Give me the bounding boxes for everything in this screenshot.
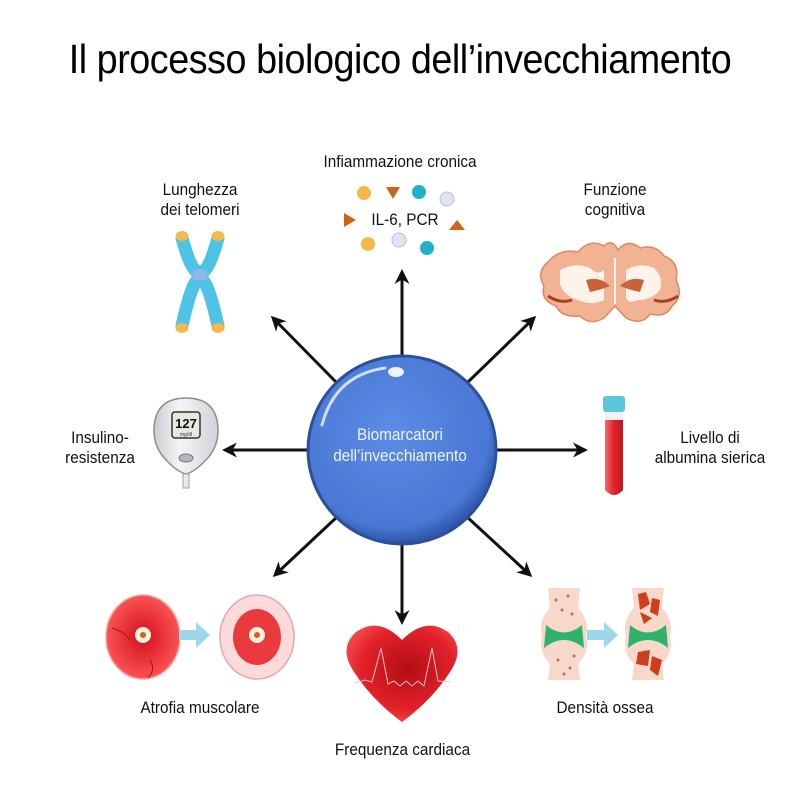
label-telomeres-line2: dei telomeri	[160, 200, 240, 219]
label-inflammation-line1: Infiammazione cronica	[323, 152, 477, 171]
label-inflammation: Infiammazione cronica	[310, 152, 490, 172]
label-insulin-line1: Insulino-	[71, 428, 129, 447]
page-title: Il processo biologico dell’invecchiament…	[68, 36, 732, 82]
blood-test-tube-icon	[603, 396, 625, 495]
label-telomeres-line1: Lunghezza	[162, 180, 238, 199]
center-label-line2: dell’invecchiamento	[333, 446, 467, 465]
center-label: Biomarcatori dell’invecchiamento	[319, 424, 481, 466]
center-sphere	[306, 354, 498, 546]
label-insulin: Insulino- resistenza	[55, 428, 145, 468]
cytokine-molecules-icon	[344, 185, 465, 255]
glucose-meter-icon	[153, 397, 219, 489]
label-muscle: Atrofia muscolare	[140, 698, 260, 717]
brain-section-icon	[540, 242, 680, 323]
muscle-atrophy-icon	[105, 594, 295, 680]
heart-ecg-icon	[346, 625, 458, 722]
meter-unit: mg/dl	[179, 432, 193, 438]
label-albumin: Livello di albumina sierica	[647, 428, 773, 468]
label-heart: Frequenza cardiaca	[334, 740, 471, 759]
arrow-down-left	[272, 514, 340, 578]
arrows	[222, 269, 588, 625]
label-insulin-line2: resistenza	[65, 448, 135, 467]
label-inflammation-markers: IL-6, PCR	[371, 210, 439, 229]
label-bone: Densità ossea	[556, 698, 654, 717]
label-cognitive: Funzione cognitiva	[566, 180, 665, 220]
arrow-up-right	[466, 315, 537, 384]
arrow-up-left	[270, 315, 338, 384]
label-cognitive-line2: cognitiva	[584, 200, 646, 219]
center-label-line1: Biomarcatori	[357, 425, 443, 444]
label-albumin-line2: albumina sierica	[654, 448, 766, 467]
label-albumin-line1: Livello di	[680, 428, 740, 447]
chromosome-icon	[175, 231, 225, 333]
bone-density-icon	[541, 588, 671, 680]
label-telomeres: Lunghezza dei telomeri	[155, 180, 245, 220]
meter-reading: 127	[175, 416, 197, 431]
arrow-down-right	[464, 514, 533, 578]
label-cognitive-line1: Funzione	[583, 180, 647, 199]
